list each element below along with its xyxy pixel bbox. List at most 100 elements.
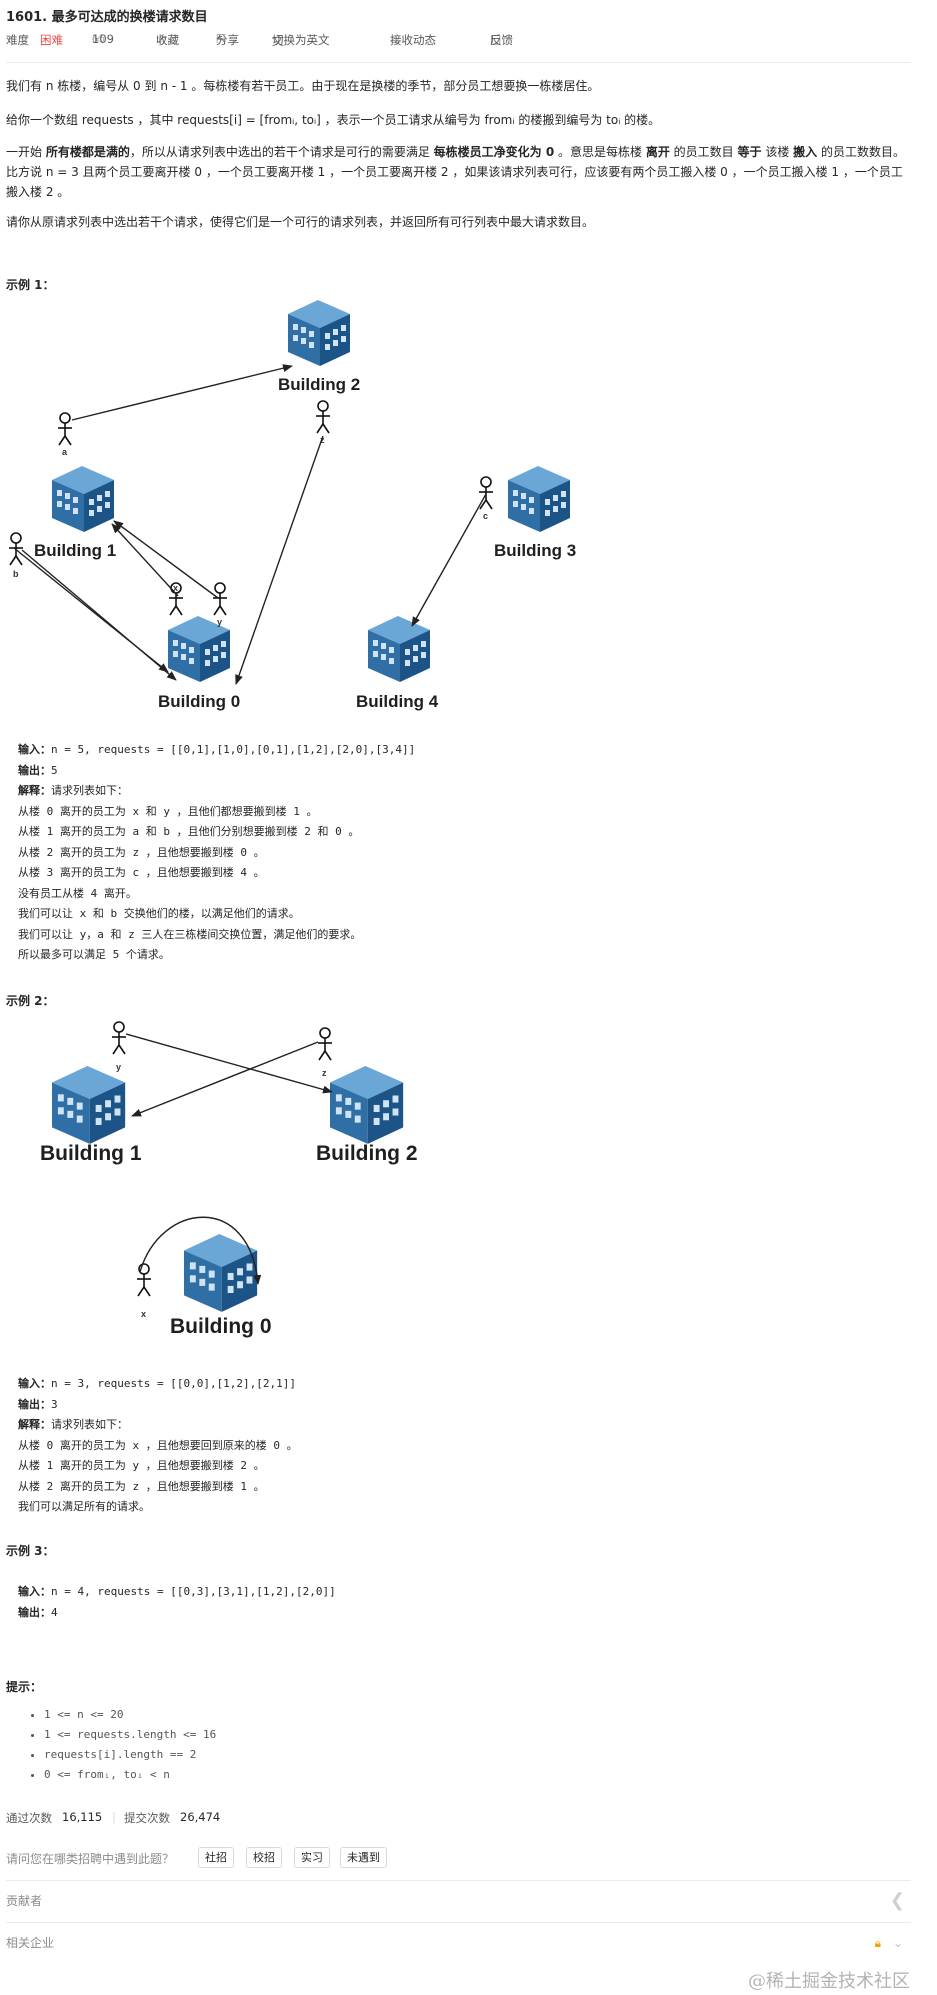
input-label: 输入：	[18, 1377, 51, 1390]
explain-line: 从楼 3 离开的员工为 c ，且他想要搬到楼 4 。	[18, 866, 265, 879]
person-a-icon	[57, 412, 73, 446]
explain-line: 从楼 0 离开的员工为 x 和 y ，且他们都想要搬到楼 1 。	[18, 804, 318, 818]
building-label: Building 1	[34, 541, 116, 560]
person-z-icon	[315, 400, 331, 434]
explain-label: 解释：	[18, 1418, 51, 1431]
leetcode-logo-icon: ❮	[889, 1890, 905, 1911]
output-label: 输出：	[18, 1397, 51, 1411]
explain-line: 从楼 1 离开的员工为 y ，且他想要搬到楼 2 。	[18, 1459, 265, 1472]
hints-heading: 提示：	[6, 1680, 43, 1694]
explain-line: 我们可以满足所有的请求。	[18, 1500, 150, 1513]
explain-line: 所以最多可以满足 5 个请求。	[18, 948, 170, 961]
explain-head: 请求列表如下：	[51, 784, 128, 797]
switch-language-label: 切换为英文	[272, 33, 330, 47]
output-label: 输出：	[18, 763, 51, 777]
desc-text: 一开始	[6, 145, 46, 159]
description-paragraph-2: 给你一个数组 requests ，其中 requests[i] = [fromᵢ…	[6, 113, 661, 127]
survey-option-social[interactable]: 社招	[198, 1847, 234, 1868]
input-value: n = 4, requests = [[0,3],[3,1],[1,2],[2,…	[51, 1585, 336, 1598]
accepted-label: 通过次数	[6, 1811, 52, 1825]
desc-text: ，所以从请求列表中选出的若干个请求是可行的需要满足	[129, 145, 434, 159]
explain-line: 从楼 2 离开的员工为 z ，且他想要搬到楼 1 。	[18, 1479, 265, 1493]
hint-item: 1 <= requests.length <= 16	[44, 1725, 216, 1745]
output-value: 4	[51, 1605, 58, 1619]
explain-line: 从楼 0 离开的员工为 x ，且他想要回到原来的楼 0 。	[18, 1438, 298, 1452]
input-label: 输入：	[18, 743, 51, 756]
favorite-label: 收藏	[156, 33, 179, 47]
person-label: b	[13, 569, 19, 579]
explain-head: 请求列表如下：	[51, 1418, 128, 1431]
hint-item: 1 <= n <= 20	[44, 1705, 216, 1725]
person-z-icon	[317, 1027, 333, 1061]
star-icon: ☆	[156, 32, 167, 46]
explain-line: 我们可以让 x 和 b 交换他们的楼，以满足他们的请求。	[18, 907, 300, 920]
building-label: Building 0	[158, 692, 240, 711]
lock-icon: 🔒︎	[874, 1936, 881, 1950]
survey-option-campus[interactable]: 校招	[246, 1847, 282, 1868]
notify-label: 接收动态	[390, 33, 436, 47]
explain-line: 从楼 2 离开的员工为 z ，且他想要搬到楼 0 。	[18, 845, 265, 859]
building-3-icon	[508, 466, 570, 532]
building-2-icon	[288, 300, 350, 366]
hint-item: requests[i].length == 2	[44, 1745, 216, 1765]
person-label: z	[320, 435, 325, 445]
building-label: Building 3	[494, 541, 576, 560]
example-2-heading: 示例 2：	[6, 994, 55, 1008]
input-value: n = 3, requests = [[0,0],[1,2],[2,1]]	[51, 1377, 297, 1390]
submitted-label: 提交次数	[124, 1811, 170, 1825]
divider	[6, 62, 911, 63]
accepted-count: 16,115	[62, 1810, 103, 1824]
desc-text: 的员工数数目。比方说 n = 3 且两个员工要离开楼 0 ，一个员工要离开楼 1…	[6, 145, 905, 199]
output-label: 输出：	[18, 1605, 51, 1619]
desc-bold: 每栋楼员工净变化为 0	[433, 145, 555, 159]
desc-bold: 等于	[737, 145, 762, 159]
difficulty-badge: 困难	[40, 33, 63, 47]
survey-option-never[interactable]: 未遇到	[340, 1847, 387, 1868]
input-value: n = 5, requests = [[0,1],[1,0],[0,1],[1,…	[51, 743, 416, 756]
desc-bold: 离开	[645, 145, 670, 159]
desc-text: 。意思是每栋楼	[554, 145, 646, 159]
building-2-icon	[330, 1066, 404, 1144]
thumbs-up-icon: 👍︎	[92, 32, 105, 46]
hint-item: 0 <= fromᵢ, toᵢ < n	[44, 1765, 216, 1785]
share-icon: ⇱	[216, 32, 227, 46]
building-1-icon	[52, 466, 114, 532]
example-3-heading: 示例 3：	[6, 1544, 55, 1558]
input-label: 输入：	[18, 1585, 51, 1598]
person-label: c	[483, 511, 488, 521]
desc-text: 该楼	[761, 145, 794, 159]
example-3-io: 输入：n = 4, requests = [[0,3],[3,1],[1,2],…	[18, 1582, 898, 1623]
person-label: y	[116, 1062, 121, 1072]
explain-label: 解释：	[18, 784, 51, 797]
output-value: 3	[51, 1397, 58, 1411]
person-label: y	[217, 617, 222, 627]
contributors-label: 贡献者	[6, 1894, 43, 1908]
survey-option-intern[interactable]: 实习	[294, 1847, 330, 1868]
chevron-down-icon[interactable]: ⌄	[892, 1936, 903, 1950]
companies-row[interactable]: 相关企业 🔒︎ ⌄	[6, 1922, 911, 1963]
problem-title: 1601. 最多可达成的换楼请求数目	[6, 10, 208, 25]
description-paragraph-1: 我们有 n 栋楼，编号从 0 到 n - 1 。每栋楼有若干员工。由于现在是换楼…	[6, 79, 600, 93]
difficulty-label: 难度	[6, 33, 29, 47]
contributors-row[interactable]: 贡献者 ❮	[6, 1880, 911, 1921]
survey-question: 请问您在哪类招聘中遇到此题？	[6, 1852, 175, 1866]
building-label: Building 0	[170, 1315, 272, 1338]
feedback-label: 反馈	[490, 33, 513, 47]
person-label: x	[141, 1309, 146, 1319]
desc-bold: 所有楼都是满的	[45, 145, 130, 159]
explain-line: 没有员工从楼 4 离开。	[18, 886, 137, 900]
translate-icon: 文	[272, 34, 285, 48]
request-arrows	[13, 364, 487, 685]
person-y-icon	[212, 582, 228, 616]
building-label: Building 1	[40, 1142, 142, 1165]
building-label: Building 2	[278, 375, 360, 394]
building-1-icon	[52, 1066, 126, 1144]
person-label: x	[173, 583, 178, 593]
like-count: 109	[92, 32, 114, 46]
submitted-count: 26,474	[180, 1810, 221, 1824]
building-4-icon	[368, 616, 430, 682]
example-2-diagram: Building 1 Building 2 Building 0 y z x	[40, 1021, 418, 1338]
desc-bold: 搬入	[793, 145, 818, 159]
example-1-heading: 示例 1：	[6, 278, 55, 292]
description-paragraph-4: 请你从原请求列表中选出若干个请求，使得它们是一个可行的请求列表，并返回所有可行列…	[6, 215, 595, 229]
